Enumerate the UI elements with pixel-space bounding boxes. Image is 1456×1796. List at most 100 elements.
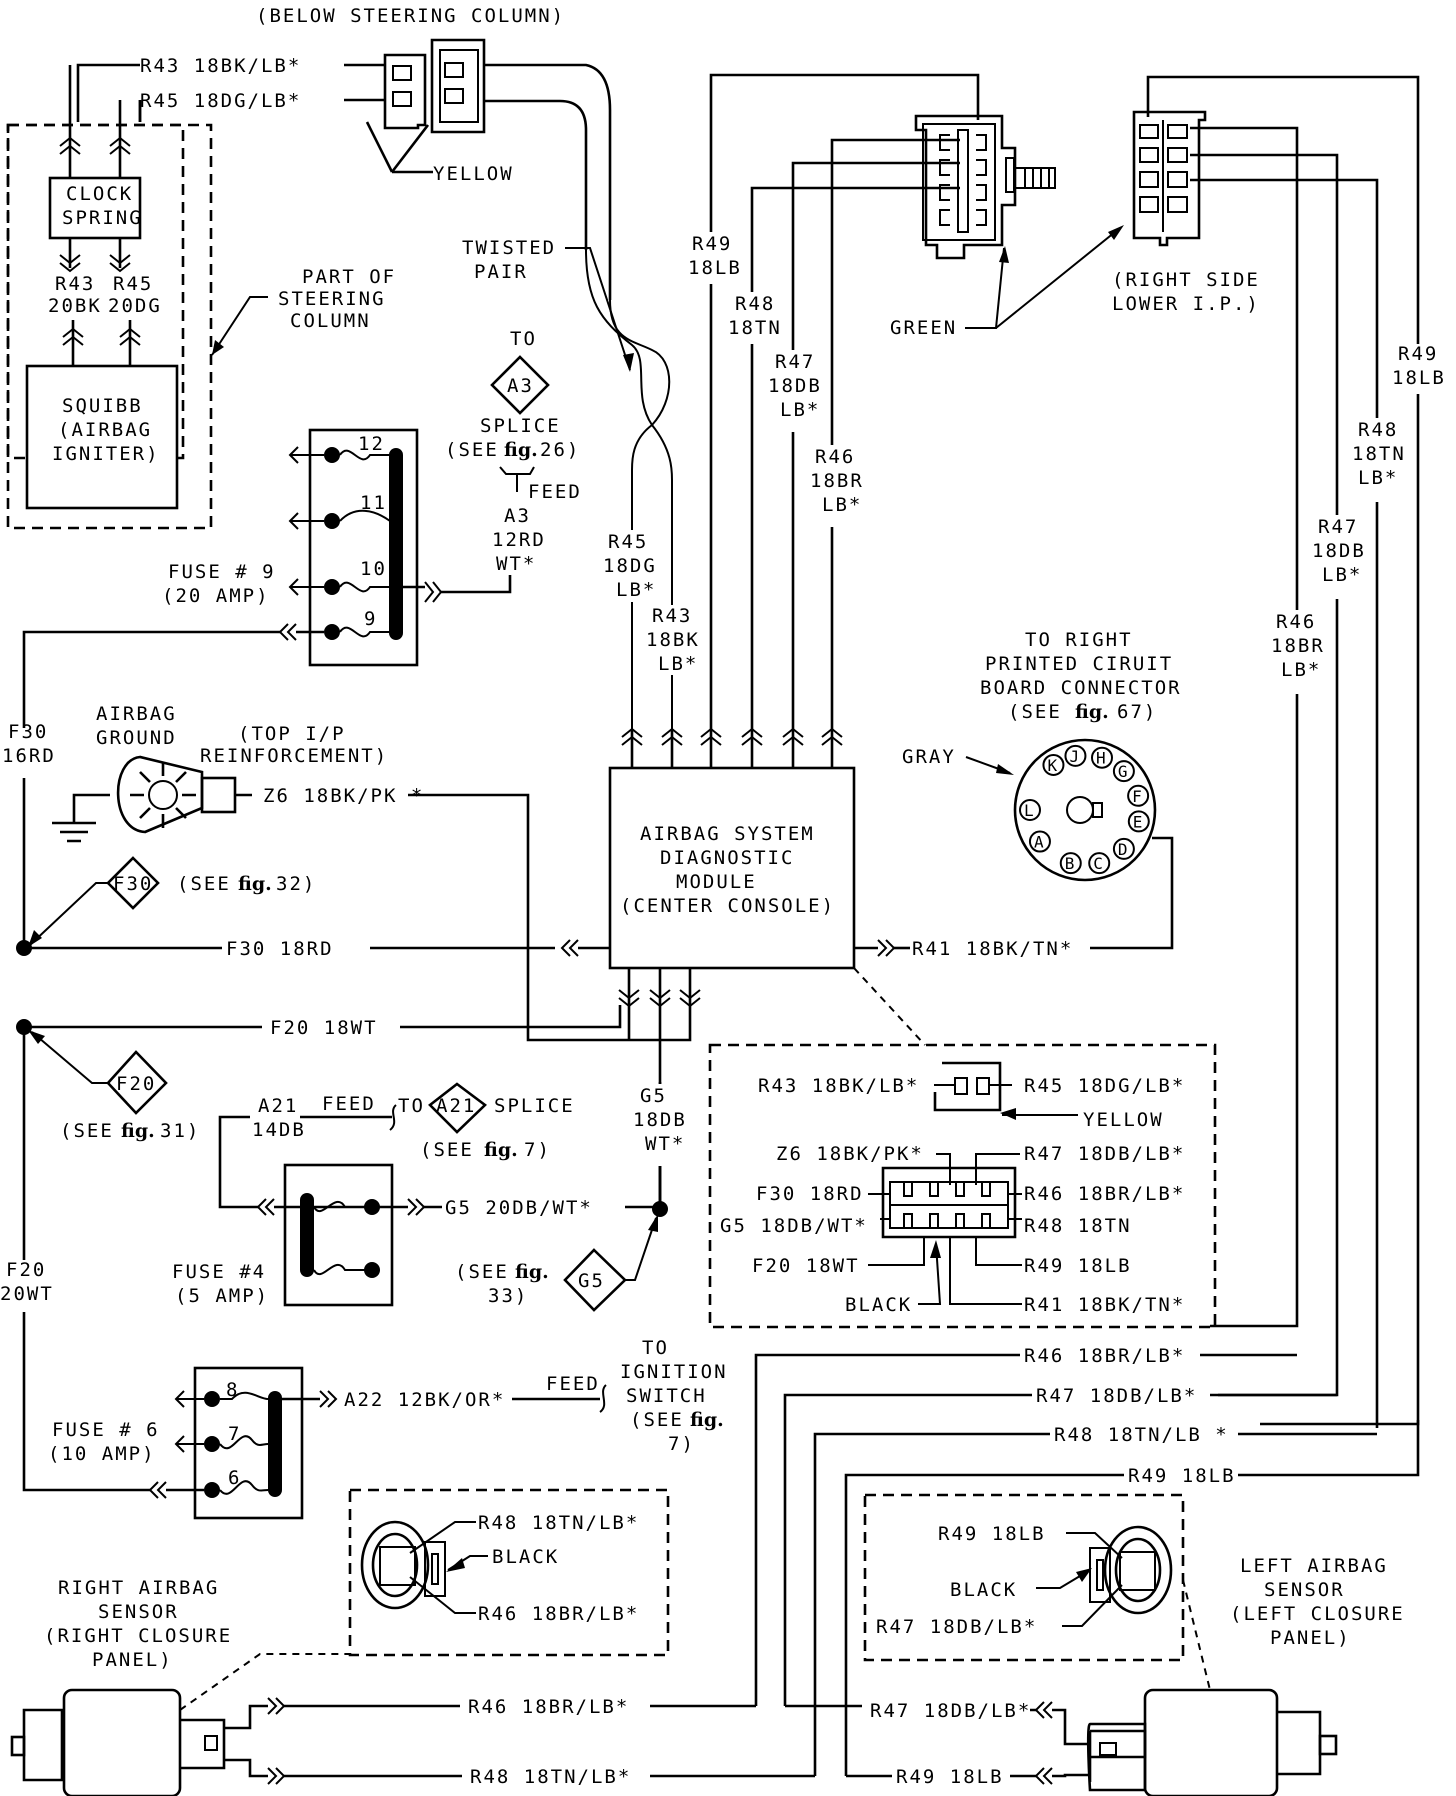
pcb-pin-k bbox=[1042, 753, 1065, 776]
clock-spring-label-2: SPRING bbox=[62, 207, 143, 229]
ground-eyelet-icon bbox=[130, 762, 196, 828]
r46-right-gauge: 18BR bbox=[1271, 635, 1325, 657]
f30-fig: fig. bbox=[238, 873, 272, 895]
pcb-pin-label-k: K bbox=[1047, 756, 1057, 775]
connector-female-icon bbox=[430, 38, 612, 300]
splice-a3-code: A3 bbox=[507, 375, 534, 397]
r43-gauge-overlay: 18BK bbox=[646, 629, 700, 651]
ignition-see: (SEE bbox=[630, 1409, 684, 1431]
r45-gauge-value: 20DG bbox=[108, 295, 162, 317]
right-side-location-2: LOWER I.P.) bbox=[1112, 293, 1260, 315]
connector-male-icon bbox=[383, 53, 427, 130]
r48-top-label: R48 bbox=[735, 293, 775, 315]
right-sensor-label-3: (RIGHT CLOSURE bbox=[44, 1625, 232, 1647]
run-r48-label: R48 18TN/LB * bbox=[1054, 1424, 1229, 1446]
r48-right-color: LB* bbox=[1358, 467, 1398, 489]
fuse-slot-7: 7 bbox=[228, 1423, 241, 1445]
g5-code: G5 bbox=[578, 1270, 605, 1292]
left-wire-r49: R49 18LB bbox=[896, 1766, 1004, 1788]
airbag-ground-label: AIRBAG bbox=[96, 703, 177, 725]
right-sensor-label-4: PANEL) bbox=[92, 1649, 173, 1671]
splice-a3-fig: fig. bbox=[504, 439, 538, 461]
sensor-harness-runs: R46 18BR/LB* R47 18DB/LB* R48 18TN/LB * … bbox=[754, 1345, 1420, 1776]
fuse-9-label: FUSE # 9 bbox=[168, 561, 276, 583]
pcb-pin-j bbox=[1064, 744, 1087, 767]
g5-fig: fig. bbox=[515, 1261, 549, 1283]
connector-color-yellow: YELLOW bbox=[433, 163, 514, 185]
pcb-connector: TO RIGHT PRINTED CIRUIT BOARD CONNECTOR … bbox=[902, 629, 1180, 882]
r49-top-label: R49 bbox=[692, 233, 732, 255]
pcb-pin-label-e: E bbox=[1133, 812, 1143, 831]
a21-see: (SEE bbox=[420, 1139, 474, 1161]
green-connector-icon bbox=[914, 114, 1056, 260]
right-sensor-connector-icon bbox=[360, 1520, 446, 1610]
r46-top-label: R46 bbox=[815, 446, 855, 468]
ignition-fig: fig. bbox=[690, 1409, 724, 1431]
fuse-slot-6: 6 bbox=[228, 1467, 241, 1489]
r46-top-color: LB* bbox=[822, 494, 862, 516]
right-side-location: (RIGHT SIDE bbox=[1112, 269, 1260, 291]
right-wire-r46: R46 18BR/LB* bbox=[468, 1696, 629, 1718]
pcb-pin-d bbox=[1112, 837, 1135, 860]
airbag-diagnostic-module: AIRBAG SYSTEM DIAGNOSTIC MODULE (CENTER … bbox=[608, 727, 1174, 1210]
module-label-4: (CENTER CONSOLE) bbox=[620, 895, 835, 917]
g5-diamond-icon bbox=[563, 1248, 627, 1312]
pcb-pin-label-h: H bbox=[1096, 749, 1106, 768]
clock-spring-label: CLOCK bbox=[66, 183, 133, 205]
wire-label-r45: R45 18DG/LB* bbox=[140, 90, 301, 112]
ignition-label: IGNITION bbox=[620, 1361, 728, 1383]
r46-right-color: LB* bbox=[1281, 659, 1321, 681]
part-of-steering-column-callout: PART OF STEERING COLUMN bbox=[211, 266, 394, 356]
f20-wire-label: F20 18WT bbox=[270, 1017, 378, 1039]
pcb-pin-label-j: J bbox=[1069, 747, 1079, 766]
a21-to: TO bbox=[398, 1095, 425, 1117]
a21-code: A21 bbox=[436, 1095, 476, 1117]
f30-reference: F30 (SEE fig. 32) bbox=[28, 856, 314, 947]
a21-wire-gauge: 14DB bbox=[252, 1119, 306, 1141]
right-harness: R49 18LB R48 18TN LB* R47 18DB LB* R46 1… bbox=[1146, 75, 1455, 1428]
splice-a3-feed: FEED bbox=[528, 481, 582, 503]
r46-top-gauge: 18BR bbox=[810, 470, 864, 492]
fuse-9-rating: (20 AMP) bbox=[162, 585, 270, 607]
g5-splice-dot bbox=[652, 1201, 668, 1217]
fuse-slot-9: 9 bbox=[364, 608, 377, 630]
right-detail-r46: R46 18BR/LB* bbox=[478, 1603, 639, 1625]
a3-wire-label: A3 bbox=[504, 505, 531, 527]
squibb-label-3: IGNITER) bbox=[52, 443, 160, 465]
module-label-2: DIAGNOSTIC bbox=[660, 847, 794, 869]
pcb-pin-label-a: A bbox=[1034, 833, 1044, 852]
pcb-color-gray: GRAY bbox=[902, 746, 956, 768]
f30-vertical-label: F30 bbox=[8, 721, 48, 743]
twisted-pair-label-2: PAIR bbox=[474, 261, 528, 283]
r47-top-gauge: 18DB bbox=[768, 375, 822, 397]
r41-wire-label: R41 18BK/TN* bbox=[912, 938, 1073, 960]
detail-g5: G5 18DB/WT* bbox=[720, 1215, 868, 1237]
right-sensor-body-icon bbox=[10, 1688, 268, 1796]
r49-right-label: R49 bbox=[1398, 343, 1438, 365]
pcb-pin-label-d: D bbox=[1118, 840, 1128, 859]
connector-color-green: GREEN bbox=[890, 317, 957, 339]
pcb-pin-label-c: C bbox=[1093, 854, 1103, 873]
pcb-pin-g bbox=[1112, 760, 1135, 783]
run-r46-label: R46 18BR/LB* bbox=[1024, 1345, 1185, 1367]
splice-a3-fignum: 26) bbox=[540, 439, 580, 461]
callout-text-3: COLUMN bbox=[290, 310, 371, 332]
f20-vertical-label: F20 bbox=[6, 1259, 46, 1281]
left-sensor-body-icon bbox=[1052, 1688, 1338, 1796]
fuse-slot-11: 11 bbox=[360, 492, 387, 514]
fuse-6-rating: (10 AMP) bbox=[48, 1443, 156, 1465]
ground-symbol-icon bbox=[52, 821, 96, 843]
pcb-fignum: 67) bbox=[1117, 701, 1157, 723]
left-sensor-label-4: PANEL) bbox=[1270, 1627, 1351, 1649]
pcb-pin-label-f: F bbox=[1132, 787, 1142, 806]
twisted-pair: TWISTED PAIR bbox=[462, 237, 673, 742]
left-wire-r47: R47 18DB/LB* bbox=[870, 1700, 1031, 1722]
r49-right-gauge: 18LB bbox=[1392, 367, 1446, 389]
pcb-pin-c bbox=[1088, 852, 1111, 875]
left-sensor-label-3: (LEFT CLOSURE bbox=[1230, 1603, 1405, 1625]
f20-reference: F20 (SEE fig. 31) bbox=[28, 1030, 198, 1142]
fuse-9-block: 12 11 10 9 FUSE # 9 (20 AMP) bbox=[22, 428, 425, 945]
pcb-pin-e bbox=[1127, 810, 1150, 833]
a21-feed: A21 14DB FEED TO A21 SPLICE (SEE fig. 7) bbox=[218, 1082, 573, 1209]
